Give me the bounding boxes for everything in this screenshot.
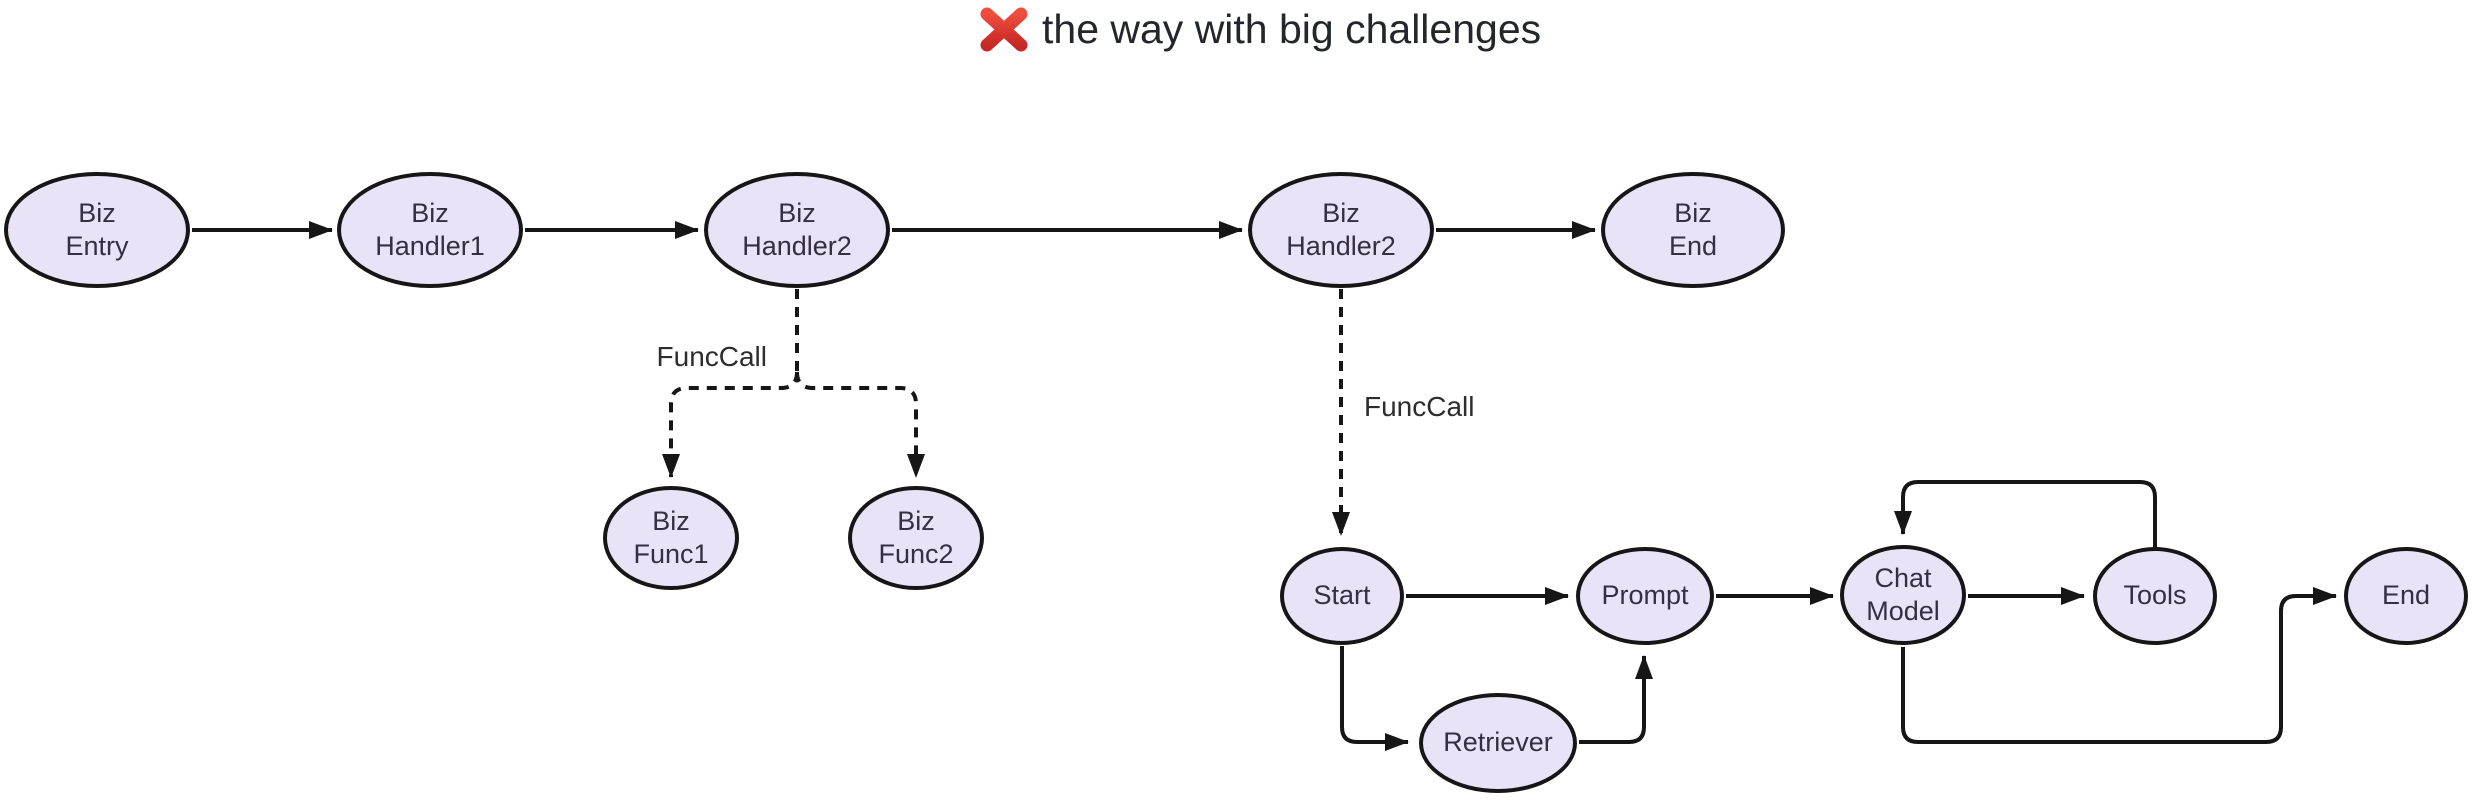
edge-funccall-bizfunc2 xyxy=(795,371,925,478)
edge-label-funccall-1: FuncCall xyxy=(656,341,767,372)
node-start: Start xyxy=(1280,547,1404,645)
diagram-title: the way with big challenges xyxy=(978,0,1541,58)
node-tools: Tools xyxy=(2093,547,2217,645)
node-retriever: Retriever xyxy=(1419,693,1577,793)
node-biz-func2: Biz Func2 xyxy=(848,486,984,590)
edge-chatmodel-end xyxy=(1901,587,2337,744)
node-biz-end: Biz End xyxy=(1601,172,1785,288)
edge-retriever-prompt xyxy=(1579,655,1653,744)
node-biz-handler1: Biz Handler1 xyxy=(337,172,523,288)
node-biz-func1: Biz Func1 xyxy=(603,486,739,590)
node-biz-handler2: Biz Handler2 xyxy=(704,172,890,288)
edge-start-retriever xyxy=(1340,646,1409,751)
node-biz-entry: Biz Entry xyxy=(4,172,190,288)
node-chat-model: Chat Model xyxy=(1840,545,1966,645)
edge-funccall-bizfunc1 xyxy=(662,371,799,478)
node-biz-handler2-second: Biz Handler2 xyxy=(1248,172,1434,288)
node-end: End xyxy=(2344,547,2468,645)
cross-mark-icon xyxy=(980,7,1028,51)
edge-label-funccall-2: FuncCall xyxy=(1364,391,1475,422)
node-prompt: Prompt xyxy=(1576,547,1714,645)
title-text: the way with big challenges xyxy=(1042,5,1542,52)
edge-tools-chatmodel-loop xyxy=(1894,480,2157,548)
